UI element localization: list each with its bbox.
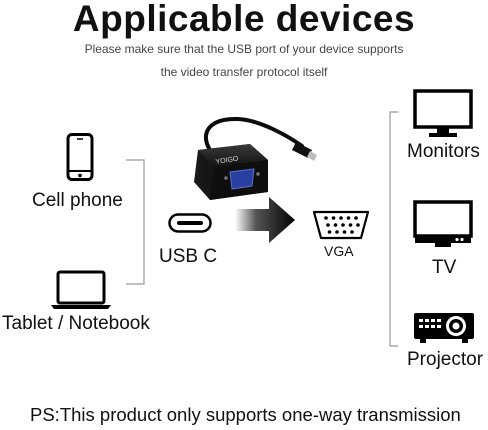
vga-label: VGA	[324, 243, 354, 259]
usb-c-port-icon	[168, 213, 212, 233]
laptop-icon	[51, 270, 111, 309]
left-bracket	[126, 159, 145, 285]
footer-note: PS:This product only supports one-way tr…	[30, 404, 461, 425]
projector-label: Projector	[407, 349, 484, 370]
projector-icon	[414, 313, 474, 343]
monitor-icon	[413, 89, 473, 137]
adapter-image: YOIGO	[194, 116, 317, 200]
cell-phone-label: Cell phone	[32, 190, 123, 211]
monitors-label: Monitors	[407, 141, 480, 162]
phone-icon	[66, 133, 94, 181]
subtitle-line-1: Please make sure that the USB port of yo…	[84, 42, 404, 56]
subtitle-line-2: the video transfer protocol itself	[160, 65, 328, 79]
tv-label: TV	[432, 257, 457, 278]
right-bracket	[389, 111, 398, 347]
tv-icon	[413, 200, 473, 247]
arrow-icon	[235, 197, 295, 243]
usb-c-label: USB C	[159, 246, 218, 267]
vga-port-icon	[312, 210, 370, 240]
tablet-notebook-label: Tablet / Notebook	[2, 313, 150, 334]
page-title: Applicable devices	[72, 0, 416, 39]
adapter-brand-text: YOIGO	[215, 155, 239, 166]
